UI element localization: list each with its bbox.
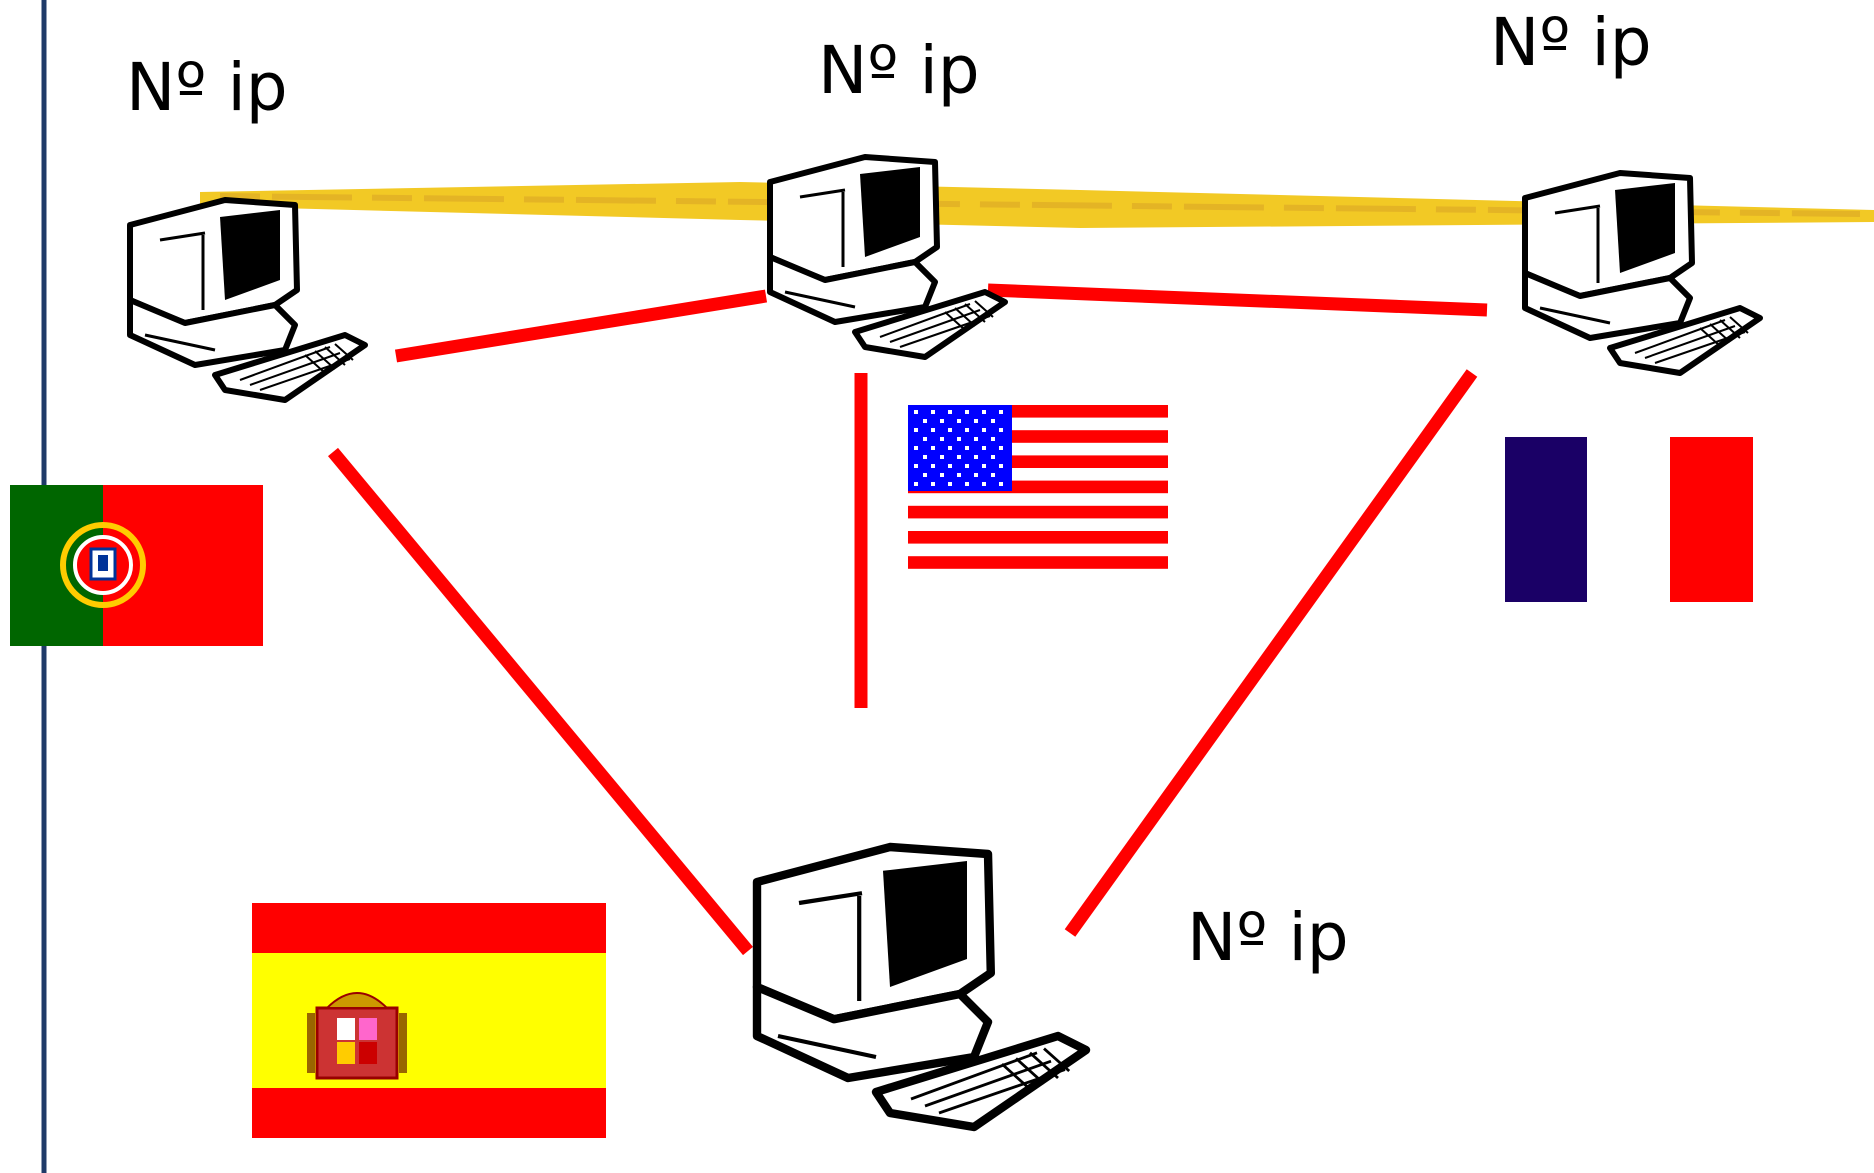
link-france-spain (1064, 369, 1478, 937)
computer-portugal (130, 200, 365, 400)
spain-flag (252, 903, 606, 1138)
computer-france (1525, 173, 1760, 373)
france-flag (1505, 437, 1753, 602)
link-usa-france (987, 283, 1488, 317)
network-links (328, 283, 1488, 956)
portugal-flag (10, 485, 263, 646)
computer-usa (770, 157, 1005, 357)
link-portugal-spain (328, 447, 753, 956)
spain-coat-of-arms-icon (307, 992, 407, 1080)
computer-spain (757, 847, 1086, 1127)
ip-label-spain: Nº ip (1187, 899, 1349, 976)
ip-label-usa: Nº ip (818, 32, 980, 109)
ip-label-portugal: Nº ip (126, 49, 288, 126)
ip-label-france: Nº ip (1490, 4, 1652, 81)
backbone-highlight (200, 182, 1874, 228)
usa-flag (908, 405, 1168, 569)
link-portugal-usa (394, 289, 768, 363)
